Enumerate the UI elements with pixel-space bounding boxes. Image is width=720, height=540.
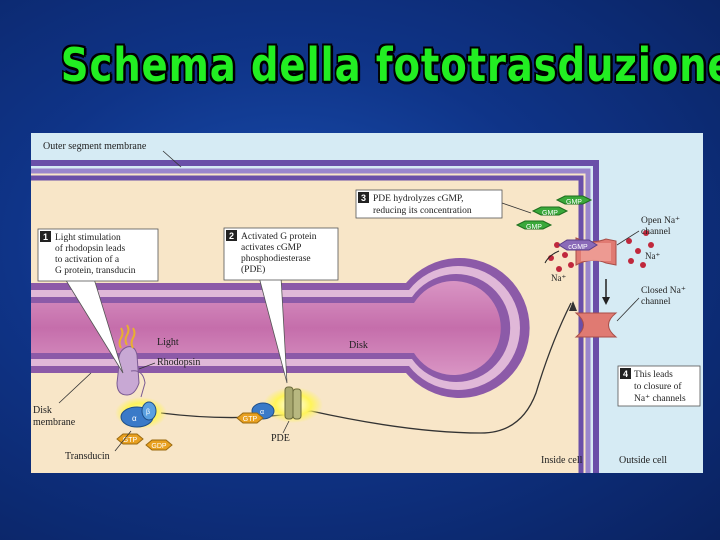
na-label-outside: Na⁺ [645,251,660,261]
svg-text:β: β [146,409,150,416]
open-channel-label-line2: channel [641,227,671,237]
light-label: Light [157,337,179,348]
svg-text:3: 3 [361,193,366,203]
svg-text:cGMP: cGMP [568,244,588,251]
svg-text:to activation of a: to activation of a [55,254,120,265]
svg-text:GMP: GMP [542,210,558,217]
slide-title: Schema della fototrasduzione [61,38,699,92]
svg-text:reducing its concentration: reducing its concentration [373,206,472,216]
disk-label: Disk [349,340,368,351]
svg-text:GDP: GDP [151,443,167,450]
svg-text:2: 2 [229,231,234,241]
na-label-inside: Na⁺ [551,273,566,283]
closed-channel-label-line2: channel [641,297,671,307]
svg-text:α: α [132,414,137,423]
svg-text:G protein, transducin: G protein, transducin [55,266,136,276]
svg-text:activates cGMP: activates cGMP [241,243,301,253]
gdp-transducin: GDP [146,440,172,450]
svg-text:α: α [260,409,264,416]
svg-text:to closure of: to closure of [634,381,682,392]
svg-text:GMP: GMP [526,224,542,231]
closed-channel-label-line1: Closed Na⁺ [641,286,686,296]
svg-text:Activated G protein: Activated G protein [241,232,317,242]
svg-text:Na⁺ channels: Na⁺ channels [634,394,686,404]
svg-text:This leads: This leads [634,370,673,380]
outer-membrane-label: Outer segment membrane [43,141,147,152]
svg-text:PDE hydrolyzes cGMP,: PDE hydrolyzes cGMP, [373,194,464,204]
svg-text:Light stimulation: Light stimulation [55,233,121,243]
svg-text:phosphodiesterase: phosphodiesterase [241,254,311,264]
gtp-pde: GTP [237,413,263,423]
inside-cell-label: Inside cell [541,455,583,466]
disk-membrane-label-line1: Disk [33,405,52,416]
outside-cell-label: Outside cell [619,455,667,466]
svg-text:1: 1 [43,232,48,242]
gtp-transducin: GTP [117,434,143,444]
open-channel-label-line1: Open Na⁺ [641,216,680,226]
transducin-complex: α β [115,397,167,429]
svg-text:of rhodopsin leads: of rhodopsin leads [55,243,125,254]
phototransduction-figure: GMP GMP GMP cGMP α β GTP GDP [31,133,703,473]
svg-text:GTP: GTP [243,416,258,423]
step-4-callout: 4 This leads to closure of Na⁺ channels [618,366,700,406]
svg-text:GMP: GMP [566,199,582,206]
rhodopsin-label: Rhodopsin [157,357,200,368]
disk-membrane-label-line2: membrane [33,417,76,428]
pde-label: PDE [271,433,290,444]
svg-text:(PDE): (PDE) [241,264,265,275]
transducin-label: Transducin [65,451,110,462]
svg-text:4: 4 [623,369,628,379]
